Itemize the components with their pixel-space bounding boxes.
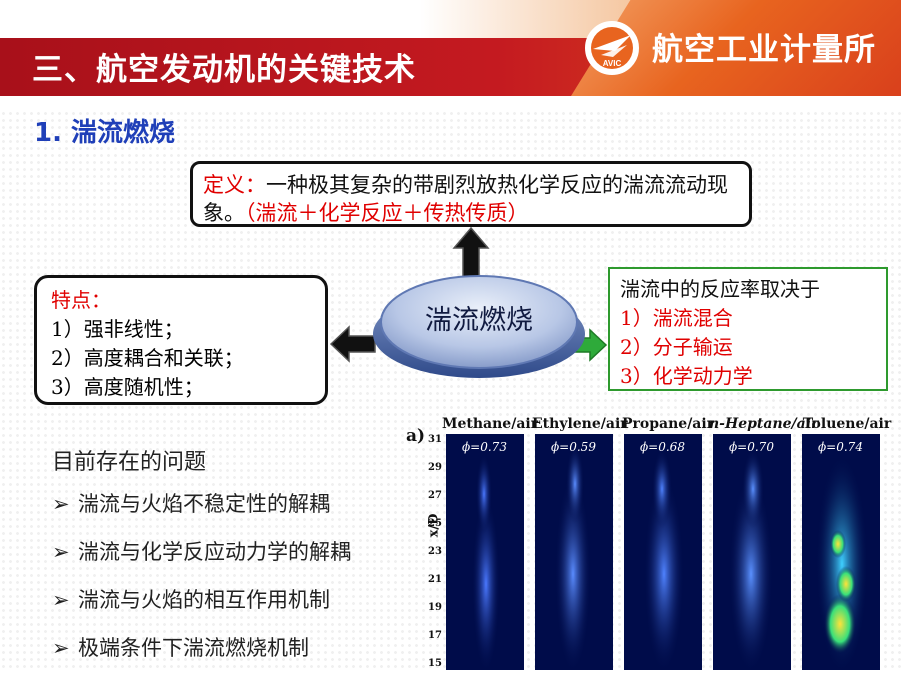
y-tick: 17	[428, 630, 442, 641]
problem-text: 湍流与火焰的相互作用机制	[78, 588, 330, 612]
arrow-left-icon	[329, 325, 376, 363]
flame-image-figure: a) x/D 31 29 27 25 23 21 19 17 15 Methan…	[404, 414, 901, 670]
equivalence-ratio: ϕ=0.73	[462, 440, 507, 454]
y-tick: 31	[428, 434, 442, 445]
list-item: ➢ 湍流与化学反应动力学的解耦	[52, 536, 351, 584]
flame-panel: ϕ=0.68	[624, 434, 702, 670]
problems-title: 目前存在的问题	[52, 450, 207, 475]
section-title: 1. 湍流燃烧	[34, 118, 176, 148]
page-title: 三、航空发动机的关键技术	[32, 52, 416, 88]
triangle-bullet-icon: ➢	[52, 636, 70, 660]
list-item: ➢ 极端条件下湍流燃烧机制	[52, 632, 351, 680]
definition-box: 定义：一种极其复杂的带剧烈放热化学反应的湍流流动现象。（湍流＋化学反应＋传热传质…	[190, 161, 752, 227]
flame-panel: ϕ=0.59	[535, 434, 613, 670]
y-tick: 23	[428, 546, 442, 557]
figure-tag: a)	[406, 426, 426, 446]
triangle-bullet-icon: ➢	[52, 588, 70, 612]
y-tick: 29	[428, 462, 442, 473]
y-tick: 15	[428, 658, 442, 669]
problem-text: 极端条件下湍流燃烧机制	[78, 636, 309, 660]
flame-panel: ϕ=0.74	[802, 434, 880, 670]
reaction-rate-title: 湍流中的反应率取决于	[620, 277, 820, 301]
panel-title: Propane/air	[622, 416, 715, 432]
problem-text: 湍流与化学反应动力学的解耦	[78, 540, 351, 564]
equivalence-ratio: ϕ=0.59	[551, 440, 596, 454]
features-box: 特点： 1）强非线性； 2）高度耦合和关联； 3）高度随机性；	[34, 275, 328, 405]
list-item: ➢ 湍流与火焰的相互作用机制	[52, 584, 351, 632]
definition-text: 一种极其复杂的带剧烈放热化学反应的湍流流动现象。	[203, 173, 728, 225]
problems-list: ➢ 湍流与火焰不稳定性的解耦 ➢ 湍流与化学反应动力学的解耦 ➢ 湍流与火焰的相互作用…	[52, 488, 351, 680]
center-label: 湍流燃烧	[425, 305, 533, 336]
panel-title: Ethylene/air	[532, 416, 628, 432]
flame-panel: ϕ=0.70	[713, 434, 791, 670]
y-tick: 25	[428, 518, 442, 529]
definition-label: 定义：	[203, 173, 266, 197]
panel-title: n-Heptane/air	[709, 416, 819, 432]
avic-wing-logo-icon: AVIC	[585, 21, 639, 75]
y-tick: 19	[428, 602, 442, 613]
definition-highlight: （湍流＋化学反应＋传热传质）	[245, 201, 529, 225]
y-tick: 21	[428, 574, 442, 585]
feature-item: 1）强非线性；	[51, 317, 184, 341]
logo-text: AVIC	[603, 59, 622, 68]
flame-panel: ϕ=0.73	[446, 434, 524, 670]
triangle-bullet-icon: ➢	[52, 492, 70, 516]
center-ellipse: 湍流燃烧	[370, 262, 588, 380]
equivalence-ratio: ϕ=0.68	[640, 440, 685, 454]
list-item: ➢ 湍流与火焰不稳定性的解耦	[52, 488, 351, 536]
panel-title: Toluene/air	[802, 416, 892, 432]
equivalence-ratio: ϕ=0.74	[818, 440, 863, 454]
equivalence-ratio: ϕ=0.70	[729, 440, 774, 454]
features-title: 特点：	[51, 288, 111, 312]
feature-item: 2）高度耦合和关联；	[51, 346, 244, 370]
y-tick: 27	[428, 490, 442, 501]
reaction-rate-box: 湍流中的反应率取决于 1）湍流混合 2）分子输运 3）化学动力学	[608, 267, 888, 391]
center-ellipse-graphic	[373, 275, 585, 378]
reaction-rate-item: 1）湍流混合	[620, 306, 733, 330]
org-name: 航空工业计量所	[652, 32, 876, 68]
panel-title: Methane/air	[442, 416, 539, 432]
triangle-bullet-icon: ➢	[52, 540, 70, 564]
reaction-rate-item: 3）化学动力学	[620, 364, 753, 388]
problem-text: 湍流与火焰不稳定性的解耦	[78, 492, 330, 516]
feature-item: 3）高度随机性；	[51, 375, 204, 399]
reaction-rate-item: 2）分子输运	[620, 335, 733, 359]
